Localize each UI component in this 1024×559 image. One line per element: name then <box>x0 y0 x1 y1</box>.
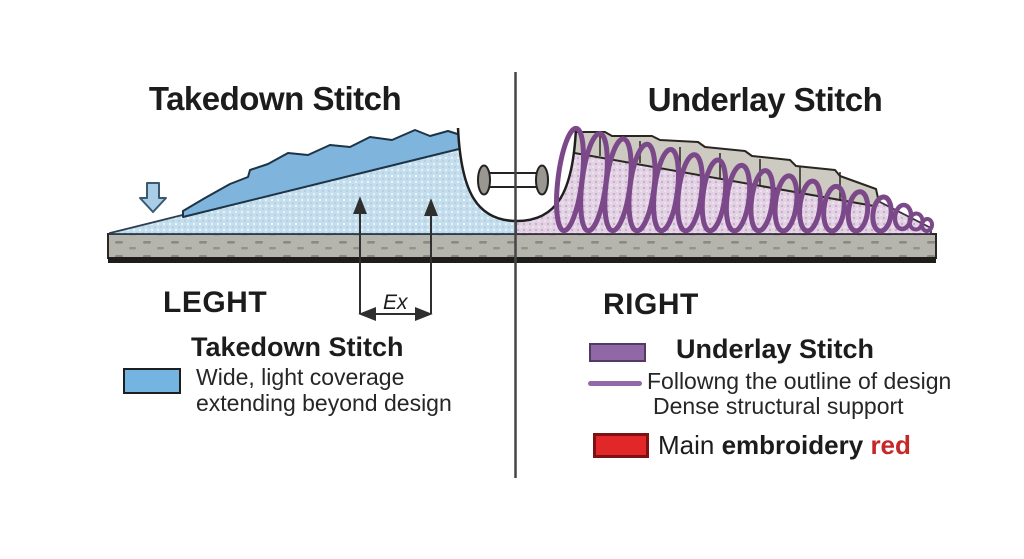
right-section-title: Underlay Stitch <box>647 81 883 118</box>
underlay-coil-stitches <box>554 125 935 234</box>
main-label-word2: embroidery <box>721 430 864 460</box>
down-arrow-icon <box>139 182 167 213</box>
underlay-legend-title: Underlay Stitch <box>676 334 875 364</box>
underlay-desc-line2: Dense structural support <box>653 392 904 419</box>
right-side-label: RIGHT <box>603 288 699 321</box>
fabric-backing-strip <box>107 233 937 263</box>
up-arrow-icon <box>424 198 438 216</box>
extension-dimension-arrows <box>353 196 438 321</box>
main-label-word1: Main <box>658 430 715 460</box>
takedown-desc-line2: extending beyond design <box>196 390 452 416</box>
takedown-stitch-mound <box>109 129 517 235</box>
takedown-desc-line1: Wide, light coverage <box>196 364 405 390</box>
main-label-word3: red <box>870 430 911 460</box>
underlay-desc-line1: Followng the outline of design <box>647 368 952 394</box>
underlay-color-swatch <box>589 343 646 362</box>
grommet-hardware <box>477 164 549 196</box>
main-embroidery-color-swatch <box>593 433 649 458</box>
takedown-legend-description: Wide, light coverage extending beyond de… <box>196 364 452 416</box>
outline-thread-swatch <box>588 381 642 386</box>
extension-dimension-label: Ex <box>383 291 408 314</box>
up-arrow-icon <box>353 196 367 214</box>
takedown-legend-title: Takedown Stitch <box>191 332 404 362</box>
left-section-title: Takedown Stitch <box>148 80 402 117</box>
main-embroidery-label: Main embroidery red <box>658 430 911 461</box>
left-arrow-icon <box>358 307 376 321</box>
left-side-label: LEGHT <box>163 286 268 319</box>
takedown-color-swatch <box>123 368 181 394</box>
underlay-legend-description: Followng the outline of design Dense str… <box>647 369 951 418</box>
right-arrow-icon <box>415 307 433 321</box>
takedown-top-thread-cap <box>182 129 468 218</box>
